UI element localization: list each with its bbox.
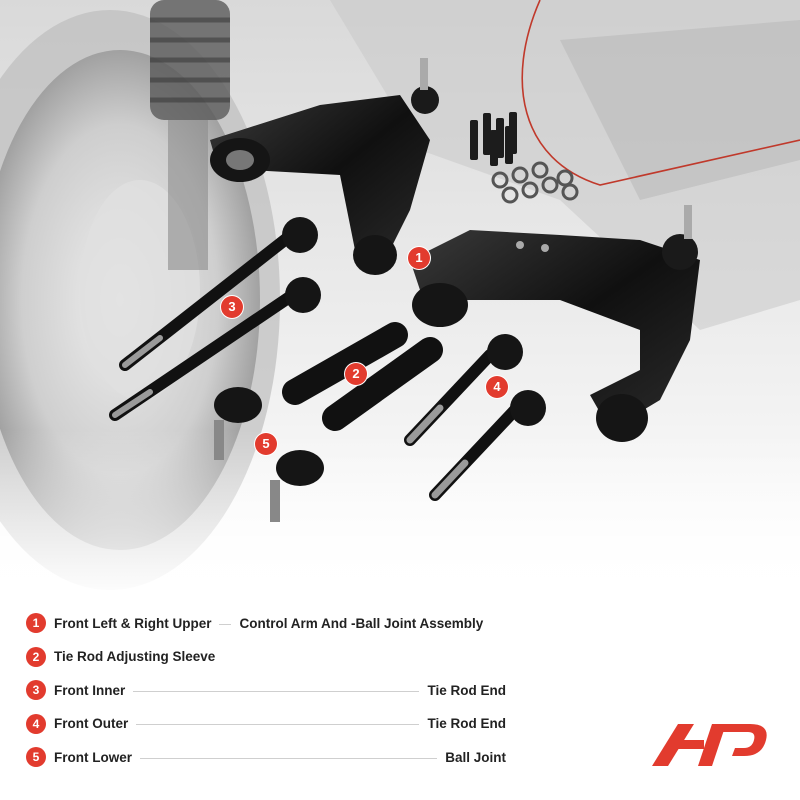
- badge-3: 3: [221, 296, 243, 318]
- badge-5: 5: [255, 433, 277, 455]
- legend-left-text: Front Left & Right Upper: [54, 615, 212, 631]
- legend-number-4: 4: [26, 713, 46, 734]
- legend-item-3: 3 Front Inner Tie Rod End: [26, 679, 506, 701]
- adjusting-sleeves: [282, 322, 443, 431]
- parts-legend: 1 Front Left & Right Upper Control Arm A…: [26, 612, 506, 780]
- legend-divider: [140, 757, 438, 759]
- legend-item-1: 1 Front Left & Right Upper Control Arm A…: [26, 612, 506, 634]
- legend-left-text: Front Outer: [54, 716, 129, 731]
- upper-control-arm-right: [410, 205, 700, 442]
- legend-number-1: 1: [26, 613, 46, 633]
- hardware-kit: [470, 112, 579, 204]
- legend-divider: [219, 623, 232, 625]
- legend-left-text: Tie Rod Adjusting Sleeve: [54, 649, 216, 664]
- upper-control-arm-left: [210, 58, 439, 275]
- badge-1: 1: [408, 247, 430, 269]
- legend-item-5: 5 Front Lower Ball Joint: [26, 746, 506, 768]
- legend-item-4: 4 Front Outer Tie Rod End: [26, 713, 506, 735]
- legend-number-3: 3: [26, 680, 46, 700]
- brand-logo-icon: [652, 724, 767, 766]
- legend-right-text: Ball Joint: [445, 749, 506, 765]
- legend-left-text: Front Lower: [54, 749, 132, 765]
- badge-2: 2: [345, 363, 367, 385]
- legend-number-5: 5: [26, 747, 46, 767]
- legend-item-2: 2 Tie Rod Adjusting Sleeve: [26, 646, 506, 668]
- badge-4: 4: [486, 376, 508, 398]
- legend-right-text: Tie Rod End: [427, 682, 506, 698]
- parts-photo: [0, 0, 800, 600]
- inner-tie-rods: [109, 217, 321, 421]
- legend-number-2: 2: [26, 646, 46, 667]
- lower-ball-joints: [214, 387, 324, 522]
- outer-tie-rods: [404, 334, 546, 501]
- legend-divider: [136, 724, 420, 725]
- legend-left-text: Front Inner: [54, 682, 126, 698]
- legend-divider: [133, 690, 420, 692]
- legend-right-text: Control Arm And -Ball Joint Assembly: [239, 615, 484, 631]
- legend-right-text: Tie Rod End: [427, 716, 506, 731]
